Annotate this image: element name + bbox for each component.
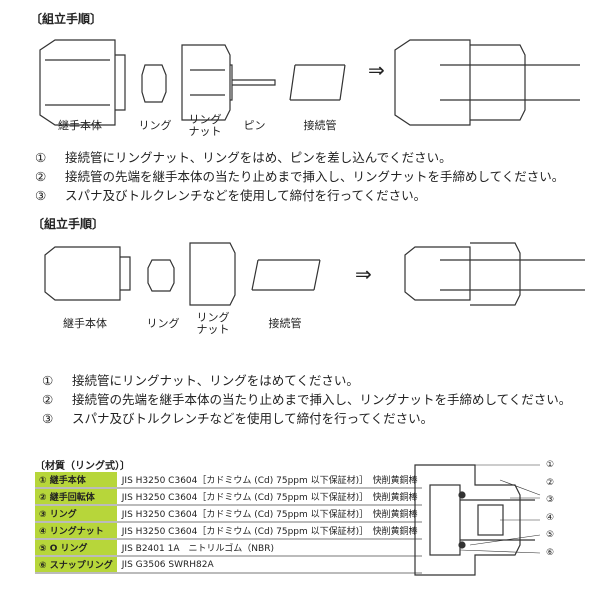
label-ringnut: リング ナット xyxy=(196,311,230,336)
section2-title: 〔組立手順〕 xyxy=(32,217,105,231)
cross-section-diagram xyxy=(414,464,541,576)
label-pipe: 接続管 xyxy=(268,317,302,330)
label-pipe: 接続管 xyxy=(303,119,337,132)
label-ringnut: リング ナット xyxy=(188,113,222,138)
label-body: 継手本体 xyxy=(58,119,102,132)
callout: ② xyxy=(546,477,555,488)
callout: ⑥ xyxy=(546,547,555,558)
assembly-diagram-1 xyxy=(39,39,580,126)
callout: ① xyxy=(546,460,555,470)
callout: ④ xyxy=(546,512,555,523)
materials-title: 〔材質（リング式）〕 xyxy=(35,461,130,472)
label-pin: ピン xyxy=(243,119,266,132)
section1-title: 〔組立手順〕 xyxy=(30,12,103,26)
callout: ⑤ xyxy=(546,530,555,540)
arrow-2: ⇒ xyxy=(355,262,372,286)
label-ring: リング xyxy=(138,119,172,132)
label-body: 継手本体 xyxy=(63,317,107,330)
callout-list: ① ② ③ ④ ⑤ ⑥ xyxy=(546,457,554,562)
callout: ③ xyxy=(546,495,555,505)
assembly-diagram-2 xyxy=(44,242,585,306)
arrow-1: ⇒ xyxy=(368,58,385,82)
label-ring: リング xyxy=(146,317,180,330)
